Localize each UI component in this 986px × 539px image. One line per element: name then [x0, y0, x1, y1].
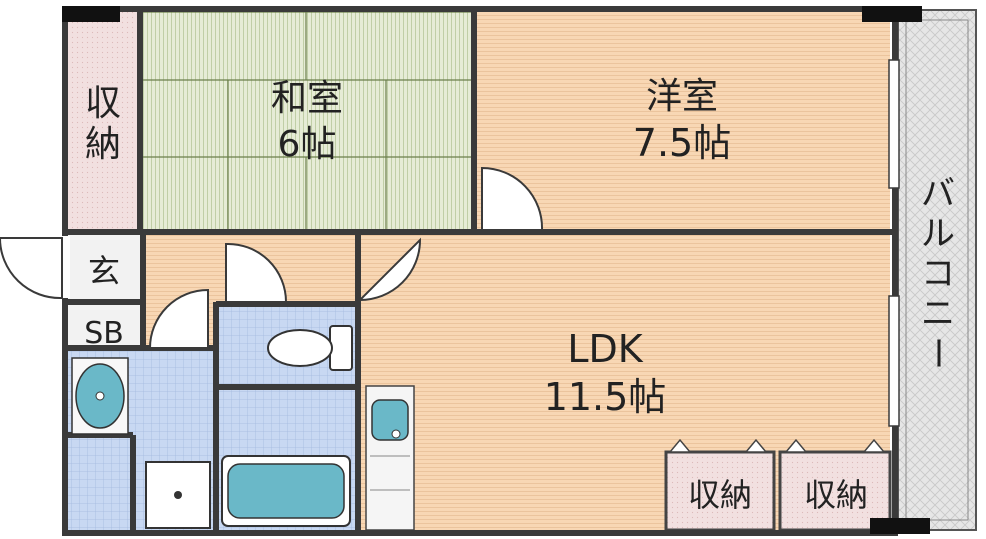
washing-machine-space — [145, 461, 211, 529]
room-labels: 収 納 和室 6帖 洋室 7.5帖 LDK 11.5帖 玄 SB 収納 収納 バ… — [84, 76, 957, 514]
ldk-size: 11.5帖 — [544, 375, 667, 419]
genkan-area — [68, 234, 142, 300]
windows — [888, 59, 900, 427]
doors — [0, 166, 544, 349]
youshitsu-room — [475, 12, 890, 230]
youshitsu-size: 7.5帖 — [633, 121, 731, 165]
balcony-char-3: コ — [921, 254, 955, 294]
washitsu-name: 和室 — [271, 78, 343, 119]
balcony-char-2: ル — [921, 214, 955, 254]
bathtub — [221, 455, 351, 527]
toilet-fixture — [267, 325, 353, 371]
balcony-char-5: ー — [917, 336, 957, 370]
storage-door-marks — [668, 438, 886, 453]
left-storage — [68, 12, 138, 230]
washbasin — [71, 357, 129, 435]
ldk-storage-right — [778, 450, 892, 532]
youshitsu-name: 洋室 — [646, 76, 718, 117]
balcony-char-4: ニ — [921, 294, 955, 334]
left-storage-label-2: 納 — [85, 124, 121, 165]
balcony-char-1: バ — [921, 174, 955, 214]
shoebox-label: SB — [84, 316, 124, 351]
ldk-storage-right-label: 収納 — [804, 476, 868, 514]
pillars — [62, 6, 930, 534]
balcony — [897, 9, 977, 531]
washitsu-room — [139, 11, 474, 231]
washitsu-size: 6帖 — [278, 124, 337, 165]
ldk-storage-left-label: 収納 — [688, 476, 752, 514]
genkan-door-gap — [62, 236, 70, 298]
ldk-name: LDK — [567, 327, 643, 371]
shoebox-area — [68, 305, 142, 347]
kitchen-counter — [365, 385, 415, 531]
genkan-label: 玄 — [88, 252, 120, 290]
left-storage-label-1: 収 — [85, 83, 121, 124]
